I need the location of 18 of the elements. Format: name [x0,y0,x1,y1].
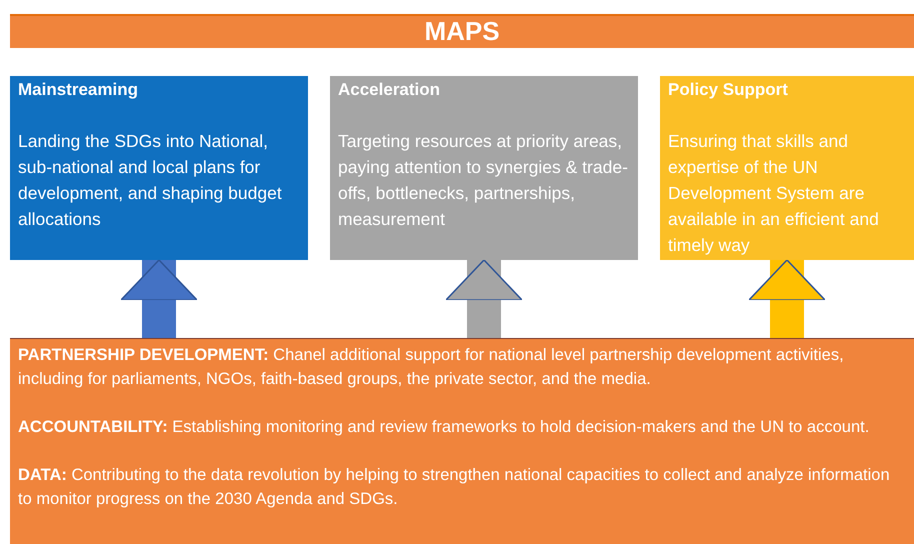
card-heading: Acceleration [338,80,442,100]
title-text: MAPS [423,16,501,46]
paragraph: PARTNERSHIP DEVELOPMENT: Chanel additional support for national level partnership development activities, including for parliaments, NGOs, faith-based groups, the private sector, and the media. [18,345,845,390]
title-banner [10,14,914,48]
card-description: Ensuring that skills and expertise of the UN Development System are available in an efficient and timely way [668,130,880,257]
paragraph: ACCOUNTABILITY: Establishing monitoring and review frameworks to hold decision-makers and the UN to account. [18,417,870,438]
block-arrow [445,259,523,338]
pillar-card [10,76,308,260]
card-description: Targeting resources at priority areas, paying attention to synergies & trade-offs, bottlenecks, partnerships, measurement [338,130,629,231]
card-heading: Mainstreaming [18,80,139,100]
pillar-card [660,76,914,260]
block-arrow [120,259,198,338]
pillar-card [330,76,638,260]
info-panel [10,338,914,544]
card-description: Landing the SDGs into National, sub-national and local plans for development, and shaping budget allocations [18,130,283,231]
block-arrow [748,259,826,338]
card-heading: Policy Support [668,80,789,100]
paragraph: DATA: Contributing to the data revolution by helping to strengthen national capacities to collect and analyze information to monitor progress on the 2030 Agenda and SDGs. [18,465,891,510]
